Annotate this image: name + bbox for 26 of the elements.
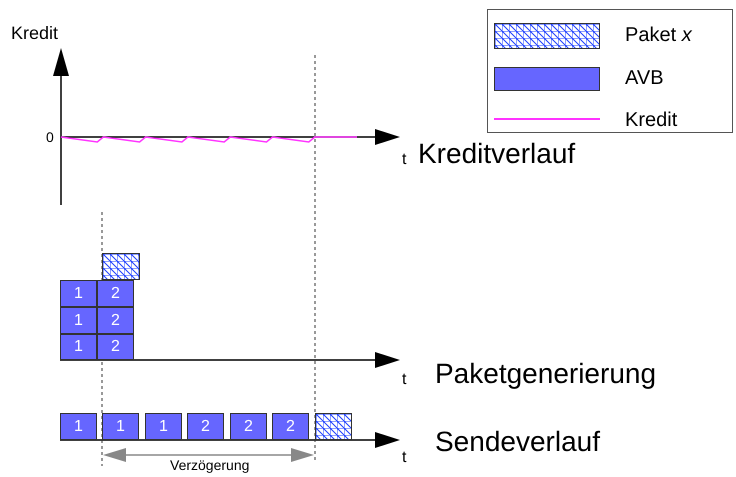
axis-label: t bbox=[402, 372, 406, 388]
chart-title: Kreditverlauf bbox=[418, 140, 576, 168]
axis-label: t bbox=[402, 450, 406, 466]
packet-box: 2 bbox=[97, 334, 134, 360]
legend-label: Kredit bbox=[625, 110, 678, 130]
legend-label: Paket x bbox=[625, 25, 692, 45]
packet-box: 1 bbox=[60, 413, 97, 440]
packet-box: 1 bbox=[60, 334, 97, 360]
packet-box: 1 bbox=[60, 280, 97, 307]
chart-title: Paketgenerierung bbox=[435, 360, 656, 388]
packet-box: 1 bbox=[102, 413, 139, 440]
packet-box: 2 bbox=[97, 280, 134, 307]
packet-box: 1 bbox=[60, 307, 97, 334]
packet-box: 2 bbox=[230, 413, 267, 440]
packet-box: 2 bbox=[272, 413, 309, 440]
hatched-packet bbox=[315, 413, 352, 440]
tick-label: 0 bbox=[46, 130, 54, 144]
packet-box: 2 bbox=[187, 413, 224, 440]
chart-title: Sendeverlauf bbox=[435, 428, 600, 456]
axis-label: Kredit bbox=[11, 24, 58, 42]
packet-box: 1 bbox=[145, 413, 182, 440]
packet-box: 2 bbox=[97, 307, 134, 334]
legend-label: AVB bbox=[625, 68, 664, 88]
hatched-packet bbox=[102, 253, 140, 280]
dimension-label: Verzögerung bbox=[170, 458, 250, 472]
axis-label: t bbox=[402, 152, 406, 168]
